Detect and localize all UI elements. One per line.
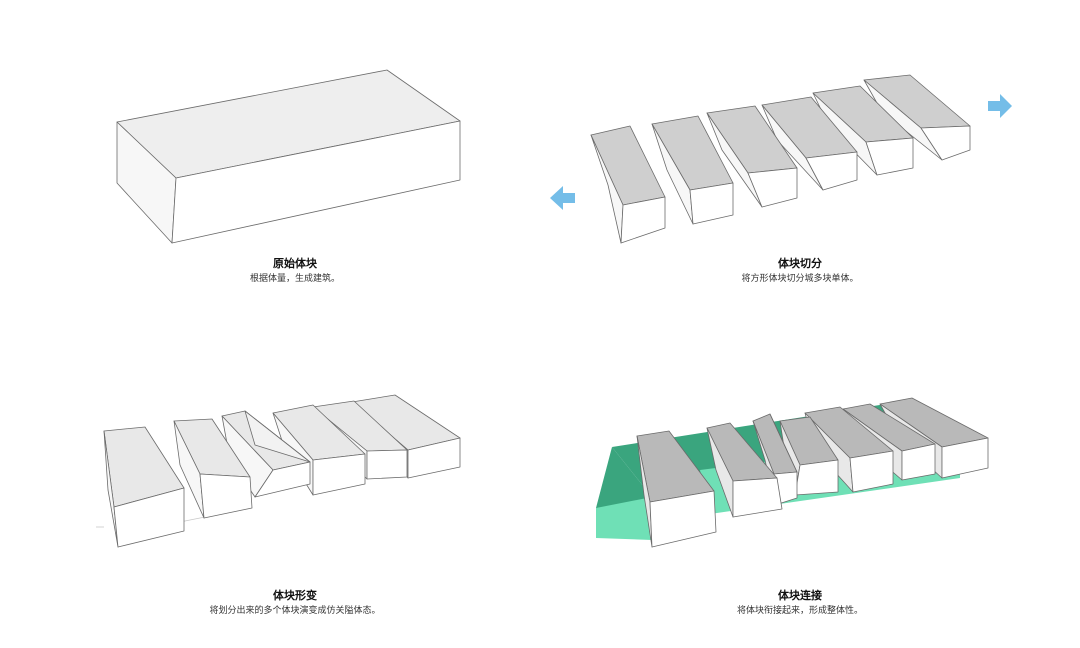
slice-block-5 [812, 85, 914, 176]
caption-description: 将方形体块切分城多块单体。 [741, 274, 859, 284]
deformed-block-1 [103, 426, 185, 548]
caption-title: 体块形变 [273, 589, 317, 602]
caption-title: 体块切分 [778, 257, 822, 270]
caption-description: 将体块衔接起来，形成整体性。 [736, 606, 863, 616]
caption-title: 原始体块 [273, 257, 317, 270]
connected-block-1 [636, 430, 717, 548]
caption-mass-division: 体块切分 将方形体块切分城多块单体。 [590, 257, 1010, 286]
caption-description: 将划分出来的多个体块演变成仿关隘体态。 [209, 606, 381, 616]
sliced-blocks [590, 74, 971, 244]
arrow-right-icon [988, 94, 1012, 118]
slice-block-2 [651, 115, 734, 225]
caption-description: 根据体量，生成建筑。 [249, 274, 340, 284]
deformed-blocks [96, 394, 461, 548]
caption-mass-deformation: 体块形变 将划分出来的多个体块演变成仿关隘体态。 [85, 589, 505, 618]
arrow-left-icon [550, 186, 575, 210]
slice-block-1 [590, 125, 666, 244]
slice-block-4 [761, 96, 858, 191]
caption-title: 体块连接 [778, 589, 822, 602]
deformed-block-2 [173, 418, 253, 519]
caption-mass-connection: 体块连接 将体块衔接起来，形成整体性。 [590, 589, 1010, 618]
caption-original-mass: 原始体块 根据体量，生成建筑。 [85, 257, 505, 286]
slice-block-3 [706, 105, 798, 208]
original-mass-block [116, 69, 461, 244]
slice-block-6 [863, 74, 971, 161]
connected-block-2 [706, 422, 783, 518]
connected-blocks [596, 397, 989, 548]
